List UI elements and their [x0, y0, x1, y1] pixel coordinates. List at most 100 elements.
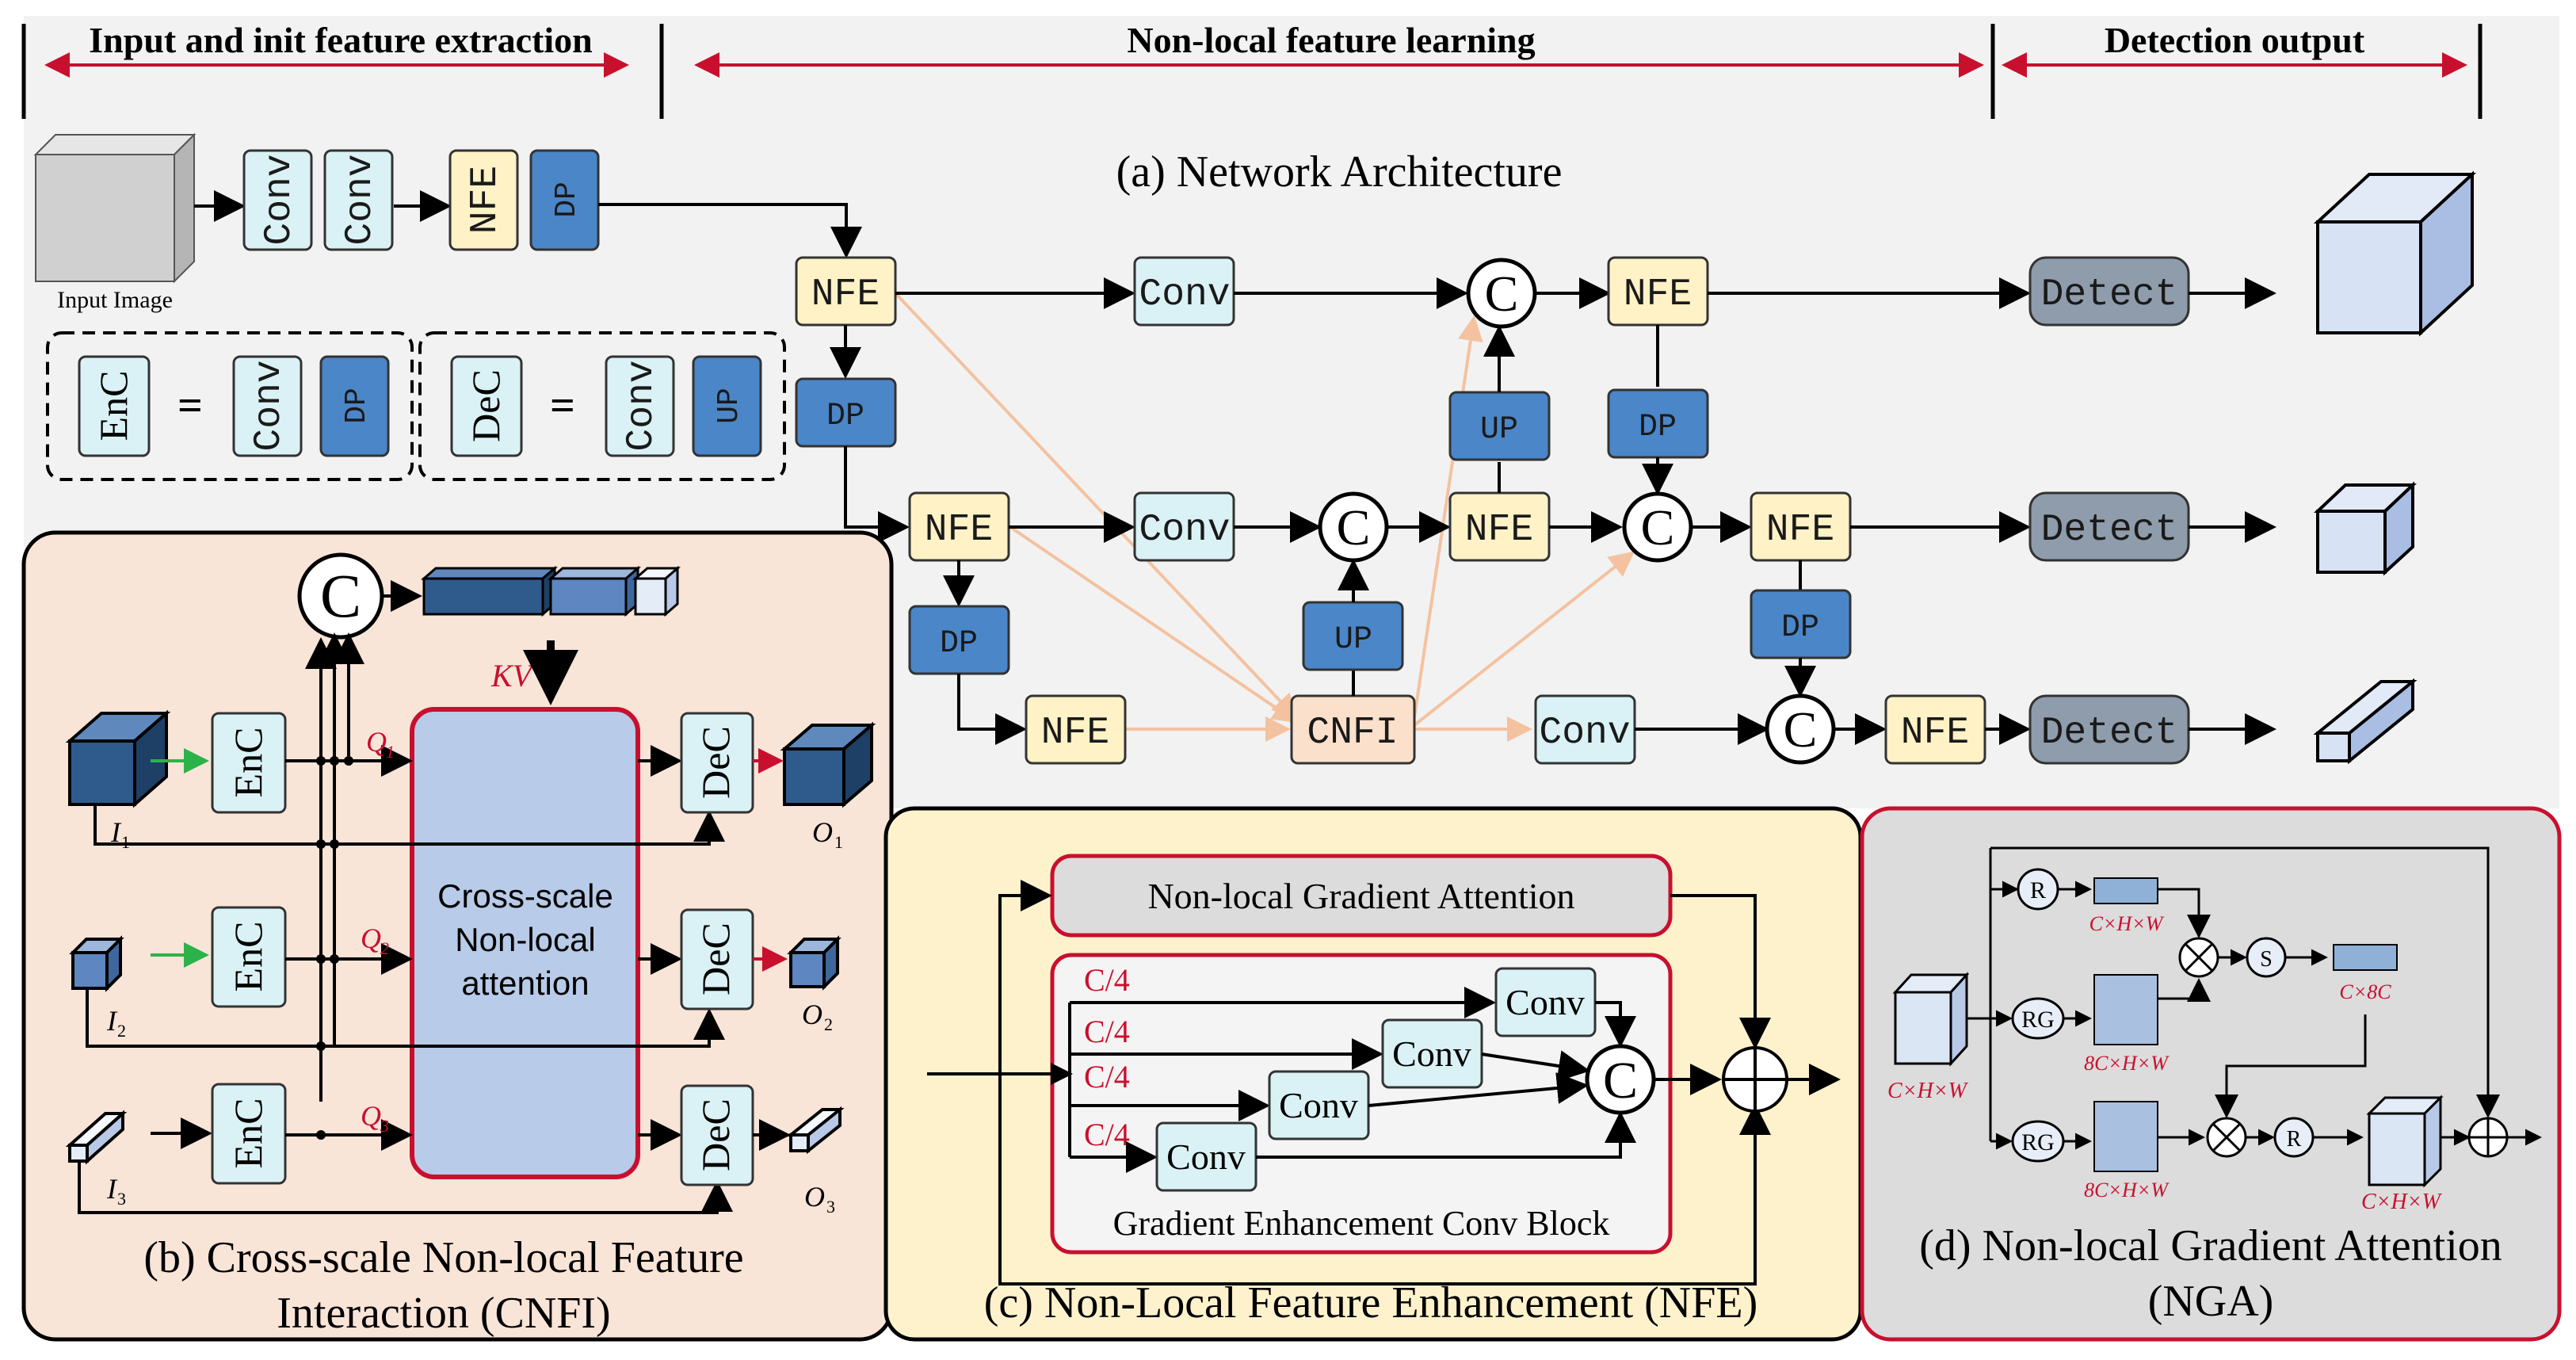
row2-nfe-3-label: NFE — [1766, 509, 1834, 552]
q3-label: Q — [361, 1100, 381, 1132]
o2-sub: 2 — [824, 1014, 833, 1034]
panel-d — [1860, 806, 2562, 1342]
init-conv-2-label: Conv — [339, 154, 382, 245]
i2-label: I — [106, 1005, 118, 1037]
enc-2-label: EnC — [226, 922, 270, 992]
cnfi-label: CNFI — [1307, 712, 1398, 754]
output-cube-o1 — [780, 721, 876, 808]
gecb-label: Gradient Enhancement Conv Block — [1113, 1204, 1610, 1243]
row2-dp-2-label: DP — [1781, 610, 1819, 646]
row3-up-label: UP — [1334, 622, 1372, 658]
legend-dec-conv — [605, 355, 675, 457]
nga-multiply-1 — [2178, 937, 2219, 978]
o1-label: O — [812, 816, 833, 848]
input-cube-1 — [65, 709, 171, 808]
row2-concat-2-label: C — [1641, 499, 1675, 556]
nga-reshape-1-label: R — [2030, 877, 2046, 903]
init-conv-2 — [323, 149, 394, 251]
legend-dec-up — [692, 355, 762, 457]
enc-3-label: EnC — [226, 1098, 270, 1169]
nga-reshape-2-label: R — [2287, 1127, 2302, 1152]
panel-c-title: (c) Non-Local Feature Enhancement (NFE) — [984, 1278, 1757, 1328]
row2-concat-label: C — [1337, 499, 1371, 556]
row2-nfe-2-label: NFE — [1465, 509, 1533, 552]
attention-line2: Non-local — [455, 921, 595, 958]
init-dp-label: DP — [550, 181, 584, 218]
nga-add — [2467, 1117, 2509, 1158]
panel-b-title-2: Interaction (CNFI) — [277, 1289, 610, 1338]
legend-enc-dp — [319, 355, 390, 457]
row3-detect-label: Detect — [2041, 712, 2178, 754]
row1-nfe-2-label: NFE — [1624, 273, 1692, 316]
input-cube-2 — [69, 935, 124, 992]
i1-label: I — [110, 816, 122, 848]
enc-1-label: EnC — [226, 728, 270, 798]
legend-dec-up-label: UP — [712, 388, 746, 424]
output-cube-o2 — [787, 935, 841, 991]
nga-bar-1 — [2093, 877, 2158, 904]
output-cube-large — [2313, 170, 2477, 337]
nga-multiply-2 — [2206, 1117, 2247, 1158]
output-cube-o3 — [786, 1106, 845, 1155]
dec-1 — [680, 712, 754, 814]
c4-label-3: C/4 — [1084, 1059, 1130, 1094]
legend-dec-box — [418, 331, 786, 481]
q2-label: Q — [361, 923, 381, 954]
header-detection-output: Detection output — [2105, 20, 2365, 60]
init-conv-1-label: Conv — [258, 154, 301, 245]
legend-enc-conv-label: Conv — [248, 360, 291, 451]
q1-sub: 1 — [386, 742, 395, 762]
nga-input-cube — [1892, 972, 1970, 1067]
i3-sub: 3 — [117, 1189, 126, 1209]
c4-label-4: C/4 — [1084, 1117, 1130, 1152]
panel-b-title-1: (b) Cross-scale Non-local Feature — [143, 1233, 743, 1282]
gecb-conv-3-label: Conv — [1279, 1085, 1358, 1125]
o3-sub: 3 — [826, 1197, 835, 1217]
nga-attn-dim: C×8C — [2339, 980, 2391, 1003]
enc-1 — [211, 712, 287, 814]
q1-label: Q — [366, 726, 387, 758]
gecb-conv-2 — [1381, 1018, 1483, 1089]
legend-dec — [450, 355, 523, 457]
row1-concat-label: C — [1485, 266, 1519, 322]
output-cube-small — [2313, 678, 2418, 765]
gecb-conv-4-label: Conv — [1166, 1137, 1246, 1177]
nga-output-dim: C×H×W — [2361, 1190, 2443, 1214]
init-nfe-label: NFE — [464, 166, 507, 234]
input-image-cube — [33, 132, 197, 284]
gecb-conv-1-label: Conv — [1506, 982, 1585, 1022]
i3-label: I — [106, 1173, 118, 1205]
legend-enc-box — [46, 331, 414, 481]
c4-label-2: C/4 — [1084, 1014, 1130, 1049]
legend-enc-conv — [232, 355, 303, 457]
nga-bar-2 — [2093, 974, 2158, 1045]
row3-concat-label: C — [1784, 701, 1818, 758]
init-nfe — [448, 149, 519, 251]
legend-enc-label: EnC — [91, 371, 135, 441]
legend-dec-conv-label: Conv — [620, 360, 663, 451]
panel-d-title-2: (NGA) — [2148, 1277, 2274, 1326]
attention-line1: Cross-scale — [437, 877, 613, 915]
nga-attn-map — [2333, 944, 2398, 971]
o2-label: O — [802, 999, 822, 1030]
init-conv-1 — [242, 149, 313, 251]
output-cube-medium — [2313, 481, 2418, 576]
row3-nfe-2-label: NFE — [1901, 712, 1969, 754]
dec-2-label: DeC — [693, 923, 738, 995]
nga-rg-2-label: RG — [2021, 1129, 2055, 1156]
nga-bar-3 — [2093, 1101, 2158, 1172]
legend-enc — [78, 355, 151, 457]
row1-dp-label: DP — [826, 399, 864, 434]
row1-conv — [1133, 256, 1235, 327]
nga-softmax-label: S — [2260, 947, 2273, 972]
row2-detect-label: Detect — [2041, 509, 2178, 552]
nga-box-label: Non-local Gradient Attention — [1147, 876, 1574, 916]
nga-bar-3-dim: 8C×H×W — [2084, 1179, 2170, 1201]
dec-3-label: DeC — [693, 1098, 738, 1171]
row1-conv-label: Conv — [1139, 273, 1230, 316]
init-dp — [529, 149, 600, 251]
input-image-label: Input Image — [57, 287, 173, 313]
kv-label: KV — [490, 658, 536, 693]
nga-input-dim: C×H×W — [1887, 1079, 1969, 1103]
